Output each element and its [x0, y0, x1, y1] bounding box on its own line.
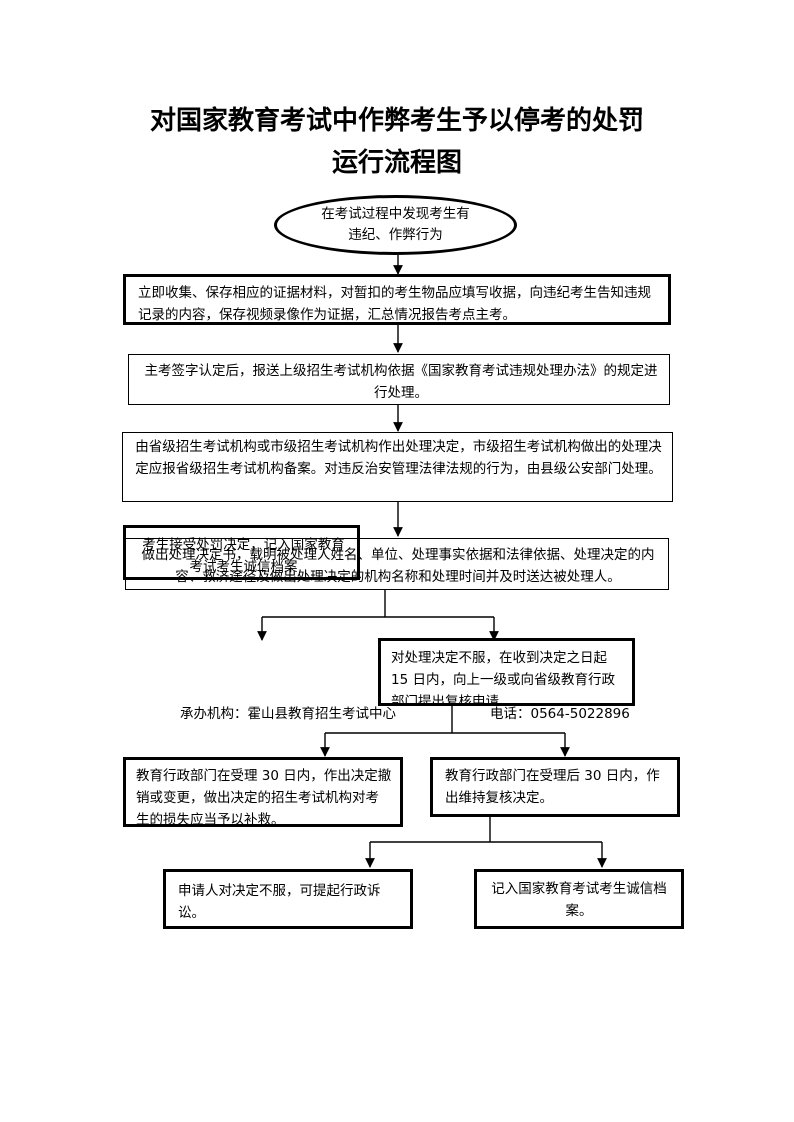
- page-title-line1: 对国家教育考试中作弊考生予以停考的处罚: [149, 106, 644, 136]
- start-node-line1: 在考试过程中发现考生有: [321, 206, 470, 222]
- phone-label: 电话：0564-5022896: [490, 706, 630, 722]
- step-make-decision: 由省级招生考试机构或市级招生考试机构作出处理决定，市级招生考试机构做出的处理决定…: [122, 432, 673, 502]
- uphold-decision-box: 教育行政部门在受理后 30 日内，作出维持复核决定。: [430, 757, 680, 817]
- revoke-or-change-box: 教育行政部门在受理 30 日内，作出决定撤销或变更，做出决定的招生考试机构对考生…: [123, 757, 403, 827]
- page-title-line2: 运行流程图: [331, 148, 462, 178]
- step-issue-decision-letter: 做出处理决定书，载明被处理人姓名、单位、处理事实依据和法律依据、处理决定的内容、…: [125, 538, 669, 590]
- step-report-superior: 主考签字认定后，报送上级招生考试机构依据《国家教育考试违规处理办法》的规定进行处…: [128, 354, 670, 405]
- administrative-lawsuit-box: 申请人对决定不服，可提起行政诉讼。: [163, 869, 413, 929]
- appeal-review-box: 对处理决定不服，在收到决定之日起 15 日内，向上一级或向省级教育行政部门提出复…: [378, 638, 635, 706]
- step-collect-evidence: 立即收集、保存相应的证据材料，对暂扣的考生物品应填写收据，向违纪考生告知违规记录…: [123, 274, 671, 325]
- start-node-line2: 违纪、作弊行为: [348, 227, 443, 243]
- credit-record-box: 记入国家教育考试考生诚信档案。: [474, 869, 684, 929]
- accept-penalty-box: 考生接受处罚决定，记入国家教育考试考生诚信档案: [123, 525, 360, 580]
- organizer-label: 承办机构：霍山县教育招生考试中心: [180, 706, 396, 722]
- start-node: 在考试过程中发现考生有 违纪、作弊行为: [274, 195, 517, 255]
